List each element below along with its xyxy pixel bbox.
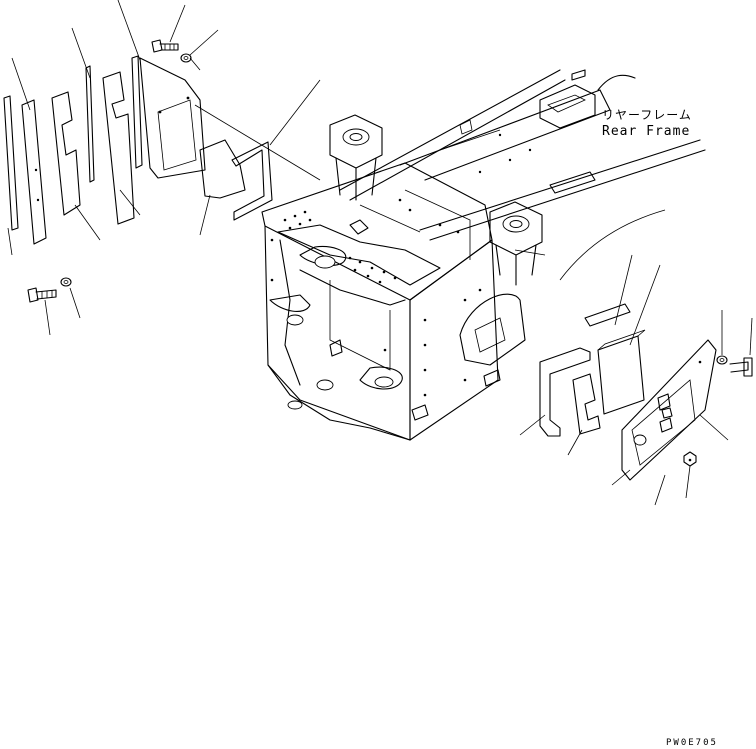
washer-bottom <box>60 277 72 287</box>
rear-frame-leader <box>597 74 636 91</box>
guide-line-short <box>514 249 546 256</box>
rear-frame-label-en: Rear Frame <box>602 124 691 139</box>
right-leader-lines <box>519 254 753 506</box>
washer-top <box>180 53 192 63</box>
nut-small <box>683 451 697 467</box>
left-leader-lines <box>7 0 321 336</box>
washer-right <box>716 355 728 365</box>
bolt-bottom <box>27 287 57 303</box>
rear-frame-extension <box>339 69 706 241</box>
drawing-code: PW0E705 <box>666 738 718 748</box>
bolt-right <box>729 357 753 377</box>
right-parts-group <box>539 303 753 481</box>
guide-line-right <box>559 209 666 281</box>
guide-line-upper <box>194 104 321 181</box>
left-parts-group <box>3 39 273 303</box>
rear-frame <box>261 114 543 441</box>
bolt-top <box>151 39 179 53</box>
frame-bolt-holes <box>270 198 482 397</box>
rear-frame-label-jp: リヤーフレーム <box>602 108 692 122</box>
